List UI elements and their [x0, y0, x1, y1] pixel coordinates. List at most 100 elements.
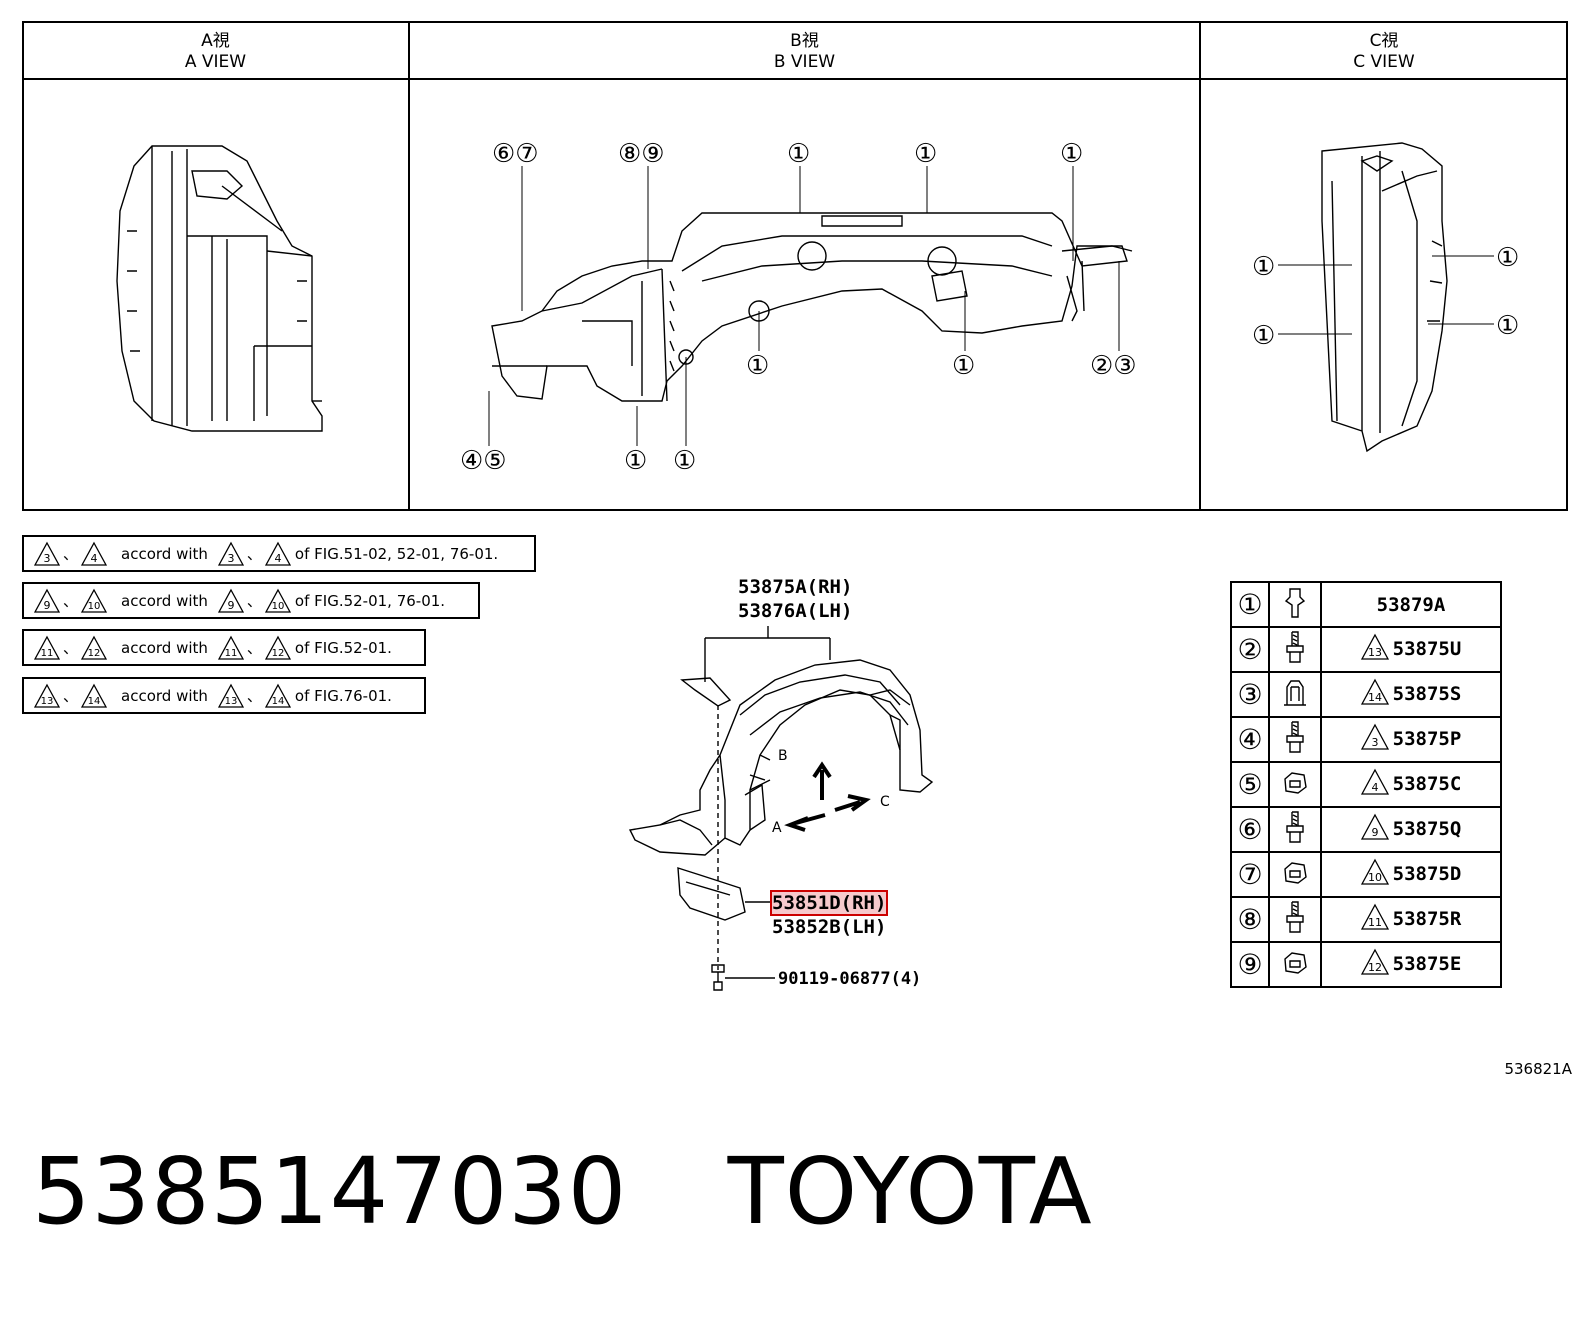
screw-icon — [1282, 810, 1308, 850]
views-frame — [22, 21, 1568, 511]
parts-row: ⑥ 9 53875Q — [1230, 806, 1502, 853]
triangle-number: 12 — [272, 648, 285, 659]
item-number-cell: ④ — [1230, 716, 1270, 763]
separator: 、 — [63, 687, 79, 705]
brand-name: TOYOTA — [727, 1138, 1093, 1245]
item-number-cell: ③ — [1230, 671, 1270, 718]
part-number-cell: 14 53875S — [1320, 671, 1502, 718]
warning-triangle-icon: 11 — [34, 635, 60, 661]
item-number: ⑥ — [1237, 813, 1263, 846]
item-number-cell: ⑨ — [1230, 941, 1270, 988]
c-view-title-en: C VIEW — [1353, 52, 1415, 72]
fastener-icon-cell — [1268, 851, 1322, 898]
part-number: 53875P — [1392, 728, 1462, 750]
triangle-number: 11 — [41, 648, 54, 659]
b-view-title-jp: B視 — [790, 31, 819, 51]
warning-triangle-icon: 12 — [81, 635, 108, 661]
views-panel: A視 A VIEW B視 B VIEW C視 C VIEW ⑥⑦ ⑧⑨ ① ① … — [22, 21, 1568, 512]
c-callout: ① — [1496, 311, 1520, 341]
separator: 、 — [246, 592, 262, 610]
triangle-number: 13 — [1368, 646, 1382, 659]
triangle-number: 4 — [274, 552, 281, 565]
triangle-number: 14 — [1368, 691, 1382, 704]
separator: 、 — [246, 687, 262, 705]
item-number: ③ — [1237, 678, 1263, 711]
warning-triangle-icon: 14 — [1360, 678, 1389, 711]
separator: 、 — [63, 639, 79, 657]
parts-row: ③ 14 53875S — [1230, 671, 1502, 718]
fender-liner-drawing: B C A — [628, 626, 934, 991]
separator: 、 — [63, 545, 79, 563]
arrow-b-label: B — [778, 748, 788, 764]
item-number-cell: ① — [1230, 581, 1270, 628]
nut-icon — [1280, 861, 1310, 891]
warning-triangle-icon: 3 — [34, 541, 60, 567]
warning-triangle-icon: 9 — [1360, 813, 1389, 846]
note-text: accord with — [121, 686, 208, 705]
triangle-number: 9 — [227, 599, 234, 612]
part-number-cell: 9 53875Q — [1320, 806, 1502, 853]
seal-rh-label[interactable]: 53851D(RH) — [769, 890, 889, 916]
c-view-leaders — [1278, 255, 1494, 335]
c-callout: ① — [1252, 252, 1276, 282]
fastener-icon-cell — [1268, 671, 1322, 718]
warning-triangle-icon: 3 — [217, 541, 244, 567]
triangle-number: 13 — [41, 696, 54, 707]
screw-icon — [1282, 900, 1308, 940]
part-number: 5385147030 — [32, 1138, 628, 1245]
b-callout: ① — [787, 139, 811, 169]
triangle-number: 14 — [272, 696, 285, 707]
part-number: 53875S — [1392, 683, 1462, 705]
part-number: 53875E — [1392, 953, 1462, 975]
warning-triangle-icon: 10 — [264, 588, 291, 614]
a-view-title-en: A VIEW — [184, 52, 247, 72]
b-view-leaders — [488, 166, 1120, 446]
b-callout: ⑥⑦ — [492, 139, 539, 169]
clip-icon — [1282, 587, 1308, 623]
warning-triangle-icon: 9 — [217, 588, 244, 614]
a-view-heading: A視 A VIEW — [22, 31, 409, 73]
accord-note: 3 、 4 accord with 3 、 4 of FIG.51-02, 52… — [22, 535, 536, 572]
part-number: 53875U — [1392, 638, 1462, 660]
b-callout: ① — [1060, 139, 1084, 169]
warning-triangle-icon: 11 — [217, 635, 244, 661]
warning-triangle-icon: 13 — [34, 683, 60, 709]
b-view-title-en: B VIEW — [773, 52, 836, 72]
warning-triangle-icon: 4 — [1360, 768, 1389, 801]
warning-triangle-icon: 10 — [1360, 858, 1389, 891]
triangle-number: 3 — [227, 552, 234, 565]
part-number: 53875Q — [1392, 818, 1462, 840]
fastener-icon-cell — [1268, 761, 1322, 808]
triangle-number: 10 — [1368, 871, 1382, 884]
arrow-a-label: A — [772, 820, 782, 836]
triangle-number: 12 — [88, 648, 101, 659]
triangle-number: 3 — [44, 552, 51, 565]
item-number: ⑨ — [1237, 948, 1263, 981]
b-callout: ① — [952, 351, 976, 381]
c-view-title-jp: C視 — [1369, 31, 1399, 51]
fastener-icon-cell — [1268, 716, 1322, 763]
note-ref: of FIG.52-01, 76-01. — [294, 591, 446, 610]
item-number-cell: ⑤ — [1230, 761, 1270, 808]
fastener-icon-cell — [1268, 626, 1322, 673]
a-view-drawing — [116, 145, 323, 432]
part-number: 53875C — [1392, 773, 1462, 795]
c-view-drawing — [1321, 142, 1448, 453]
note-ref: of FIG.51-02, 52-01, 76-01. — [294, 544, 499, 563]
triangle-number: 13 — [225, 696, 238, 707]
warning-triangle-icon: 11 — [1360, 903, 1389, 936]
note-ref: of FIG.76-01. — [294, 686, 392, 705]
warning-triangle-icon: 4 — [81, 541, 108, 567]
note-text: accord with — [121, 544, 208, 563]
liner-rh-label: 53875A(RH) — [738, 576, 853, 598]
triangle-number: 9 — [1371, 826, 1378, 839]
fastener-icon-cell — [1268, 581, 1322, 628]
fastener-icon-cell — [1268, 806, 1322, 853]
separator: 、 — [246, 545, 262, 563]
